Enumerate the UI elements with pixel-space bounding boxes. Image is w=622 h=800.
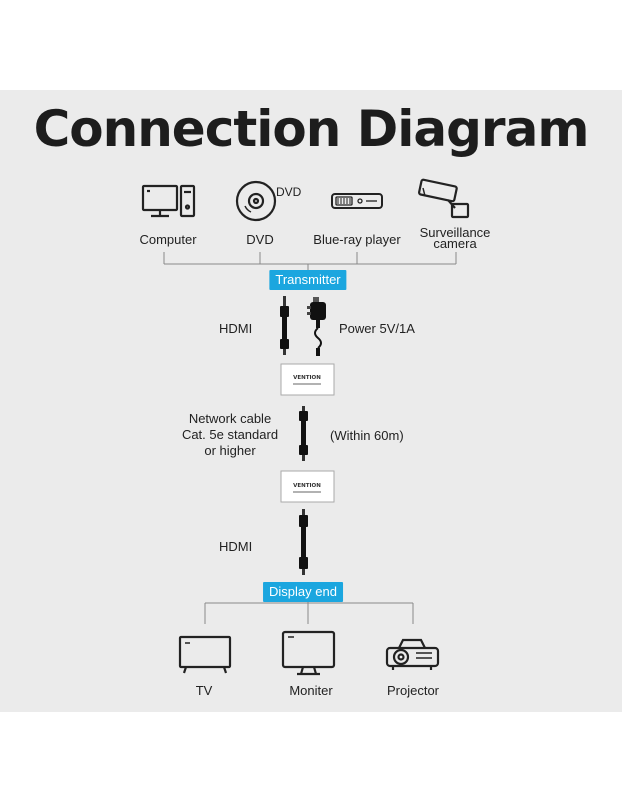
diagram-background [0, 90, 622, 712]
source-label-surveillance-line2: camera [433, 236, 477, 251]
tv-icon [178, 635, 232, 674]
network-cable-line1: Network cable [188, 411, 272, 426]
network-cable-line3: or higher [204, 443, 256, 458]
hdmi-cable-bottom [299, 509, 308, 575]
network-cable-line2: Cat. 5e standard [181, 427, 279, 442]
source-connector-lines [163, 252, 457, 270]
distance-label: (Within 60m) [330, 428, 404, 443]
output-label-monitor: Moniter [289, 683, 333, 698]
blu-ray-player-icon [331, 193, 383, 209]
hdmi-cable-top [280, 296, 289, 355]
diagram-title: Connection Diagram [33, 100, 590, 158]
display-end-badge: Display end [263, 582, 343, 602]
monitor-icon [281, 630, 336, 676]
power-adapter-icon [307, 297, 326, 356]
transmitter-device [280, 363, 335, 396]
output-label-projector: Projector [386, 683, 440, 698]
source-label-computer: Computer [139, 232, 197, 247]
dvd-icon-text: DVD [276, 185, 302, 199]
output-label-tv: TV [195, 683, 213, 698]
source-label-surveillance: Surveillance camera [419, 225, 491, 251]
transmitter-brand: VENTION [293, 375, 321, 381]
hdmi-label-bottom: HDMI [219, 539, 253, 554]
receiver-device [280, 470, 335, 503]
hdmi-label-top: HDMI [219, 321, 253, 336]
output-connector-lines [204, 599, 414, 624]
dvd-disc-icon [235, 180, 277, 222]
network-cable [299, 406, 308, 461]
source-label-blu-ray: Blue-ray player [313, 232, 401, 247]
source-label-dvd: DVD [246, 232, 274, 247]
transmitter-badge: Transmitter [269, 270, 347, 290]
source-label-surveillance-line1: Surveillance [419, 225, 491, 240]
power-label: Power 5V/1A [339, 321, 415, 336]
receiver-brand: VENTION [293, 483, 321, 489]
computer-icon [141, 184, 196, 218]
projector-icon [385, 638, 440, 670]
network-cable-label: Network cable Cat. 5e standard or higher [182, 411, 278, 459]
surveillance-camera-icon [418, 178, 470, 219]
